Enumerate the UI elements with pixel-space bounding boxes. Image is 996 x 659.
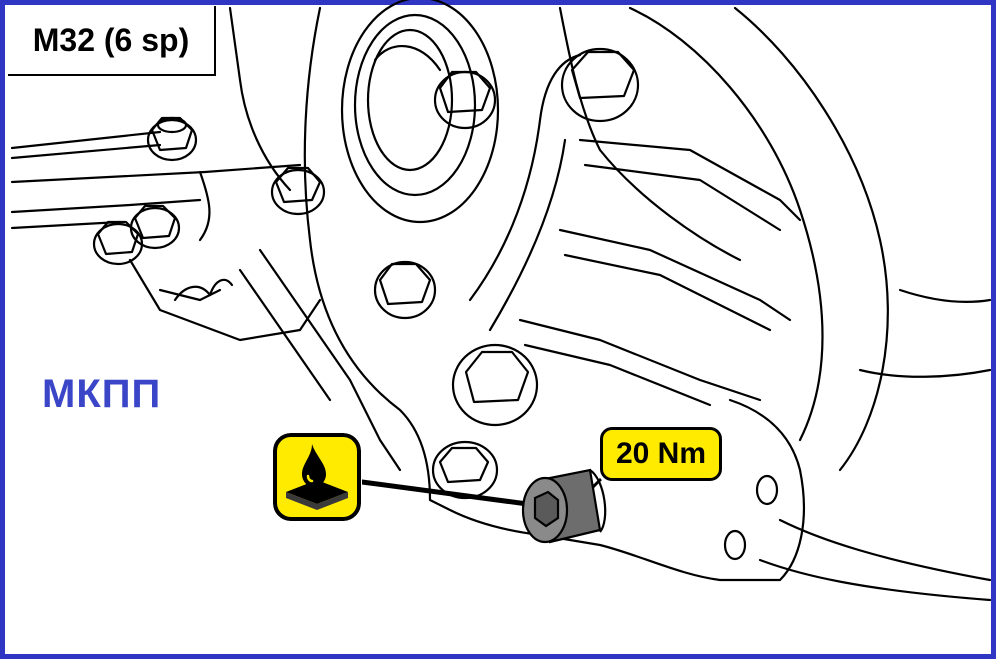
rib-4 — [563, 253, 772, 332]
bolt-upper-left — [146, 116, 198, 162]
bell-housing-outline — [628, 6, 824, 442]
rib-5 — [518, 318, 762, 402]
bolt-top-right — [560, 47, 640, 123]
mount-hole-1 — [755, 474, 779, 506]
oil-drop-icon — [272, 432, 362, 522]
shaft-bore-mid — [353, 13, 477, 197]
shaft-bore-inner — [366, 28, 454, 172]
bolt-lower — [431, 440, 499, 500]
mount-hole-2 — [723, 529, 747, 561]
casting-outline — [303, 6, 806, 582]
bolt-left-2 — [129, 204, 181, 250]
selector-rod-lower — [10, 163, 302, 184]
rib-1 — [578, 138, 802, 222]
rib-3 — [558, 228, 792, 322]
shaft-bore-outer — [340, 0, 500, 224]
transmission-label: МКПП — [42, 372, 162, 416]
bolt-top-center — [433, 70, 497, 130]
rib-2 — [583, 163, 782, 232]
leader-line-oil — [359, 479, 538, 508]
model-label: M32 (6 sp) — [8, 6, 216, 76]
bolt-lower-right — [451, 343, 539, 427]
bolt-left-1 — [92, 220, 144, 266]
selector-rod-upper — [10, 130, 162, 150]
rib-6 — [523, 343, 712, 407]
drain-plug — [521, 468, 607, 544]
bolt-mid — [373, 260, 437, 320]
torque-spec-badge: 20 Nm — [600, 427, 722, 481]
bolt-center-left — [270, 166, 326, 216]
